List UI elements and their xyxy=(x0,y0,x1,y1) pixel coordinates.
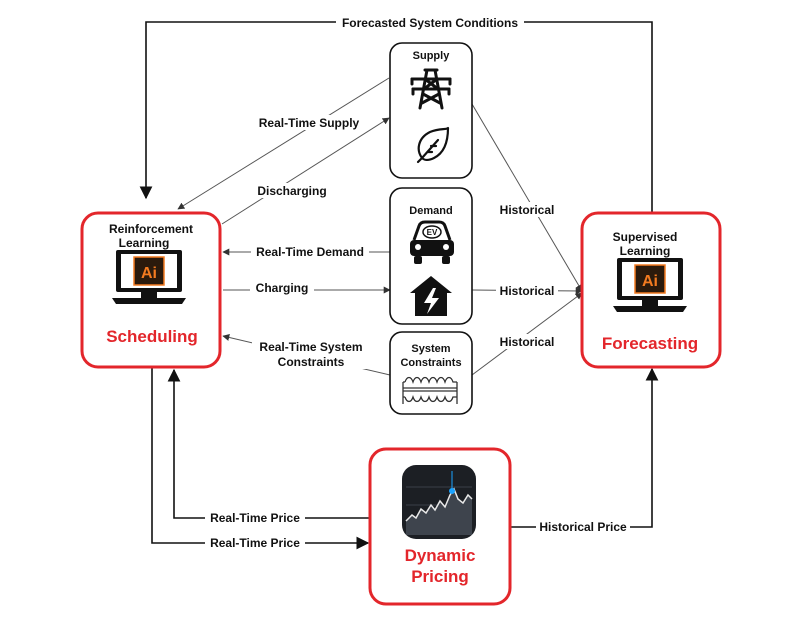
scheduling-node[interactable]: Reinforcement Learning Ai Scheduling xyxy=(80,211,222,369)
dynamic-pricing-title-line1: Dynamic xyxy=(405,546,476,565)
supply-node[interactable]: Supply xyxy=(389,42,473,179)
svg-text:EV: EV xyxy=(427,228,438,237)
forecasting-node[interactable]: Supervised Learning Ai Forecasting xyxy=(580,211,722,369)
edge-historical-price xyxy=(510,367,659,528)
edge-label-charging: Charging xyxy=(256,281,309,295)
edge-label-bg xyxy=(252,339,370,369)
svg-text:Ai: Ai xyxy=(141,265,157,282)
edge-label-historical-price: Historical Price xyxy=(539,520,627,534)
power-tower-icon xyxy=(410,68,452,110)
forecasting-subtitle-line1: Supervised xyxy=(613,230,678,244)
price-chart-icon xyxy=(402,465,476,539)
edge-label-real-time-price-in: Real-Time Price xyxy=(210,511,300,525)
forecasting-title: Forecasting xyxy=(602,334,698,353)
edge-label-bg xyxy=(254,115,364,130)
edge-label-bg xyxy=(336,15,524,30)
edge-label-historical-demand: Historical xyxy=(500,284,555,298)
scheduling-title: Scheduling xyxy=(106,327,198,346)
edge-real-time-price-in xyxy=(167,368,370,519)
scheduling-subtitle-line1: Reinforcement xyxy=(109,222,193,236)
demand-title: Demand xyxy=(409,205,452,217)
dynamic-pricing-node[interactable]: Dynamic Pricing xyxy=(368,447,512,606)
supply-title: Supply xyxy=(413,50,451,62)
edge-label-discharging: Discharging xyxy=(257,184,326,198)
edge-label-historical-constraints: Historical xyxy=(500,335,555,349)
constraints-title-line2: Constraints xyxy=(400,357,461,369)
edge-label-bg xyxy=(496,334,558,349)
scheduling-subtitle-line2: Learning xyxy=(119,236,170,250)
transformer-icon xyxy=(402,376,458,404)
electric-car-icon: EV xyxy=(410,220,454,264)
edge-label-historical-supply: Historical xyxy=(500,203,555,217)
edge-label-real-time-demand: Real-Time Demand xyxy=(256,245,364,259)
edge-historical-supply xyxy=(471,103,583,292)
edge-label-real-time-constraints-line2: Constraints xyxy=(278,355,345,369)
ai-monitor-icon: Ai xyxy=(112,250,186,304)
edge-label-bg xyxy=(536,519,630,534)
edge-label-bg xyxy=(496,283,558,298)
edge-label-bg xyxy=(205,535,305,550)
house-bolt-icon xyxy=(410,276,452,316)
demand-node[interactable]: Demand EV xyxy=(389,187,473,325)
edge-label-bg xyxy=(251,183,333,198)
dynamic-pricing-title-line2: Pricing xyxy=(411,567,469,586)
edge-label-forecasted-conditions: Forecasted System Conditions xyxy=(342,16,518,30)
edge-label-bg xyxy=(250,280,314,295)
edge-label-bg xyxy=(205,510,305,525)
edge-label-real-time-constraints-line1: Real-Time System xyxy=(259,340,362,354)
svg-text:Ai: Ai xyxy=(642,273,658,290)
edge-discharging xyxy=(221,117,390,225)
edge-real-time-supply xyxy=(177,77,390,210)
constraints-node[interactable]: System Constraints xyxy=(389,331,473,415)
ai-monitor-icon: Ai xyxy=(613,258,687,312)
constraints-title-line1: System xyxy=(411,343,450,355)
edge-label-real-time-price-out: Real-Time Price xyxy=(210,536,300,550)
forecasting-subtitle-line2: Learning xyxy=(620,244,671,258)
edge-label-bg xyxy=(251,244,369,259)
edge-label-bg xyxy=(496,202,558,217)
leaf-plug-icon xyxy=(416,126,450,164)
edge-label-real-time-supply: Real-Time Supply xyxy=(259,116,360,130)
